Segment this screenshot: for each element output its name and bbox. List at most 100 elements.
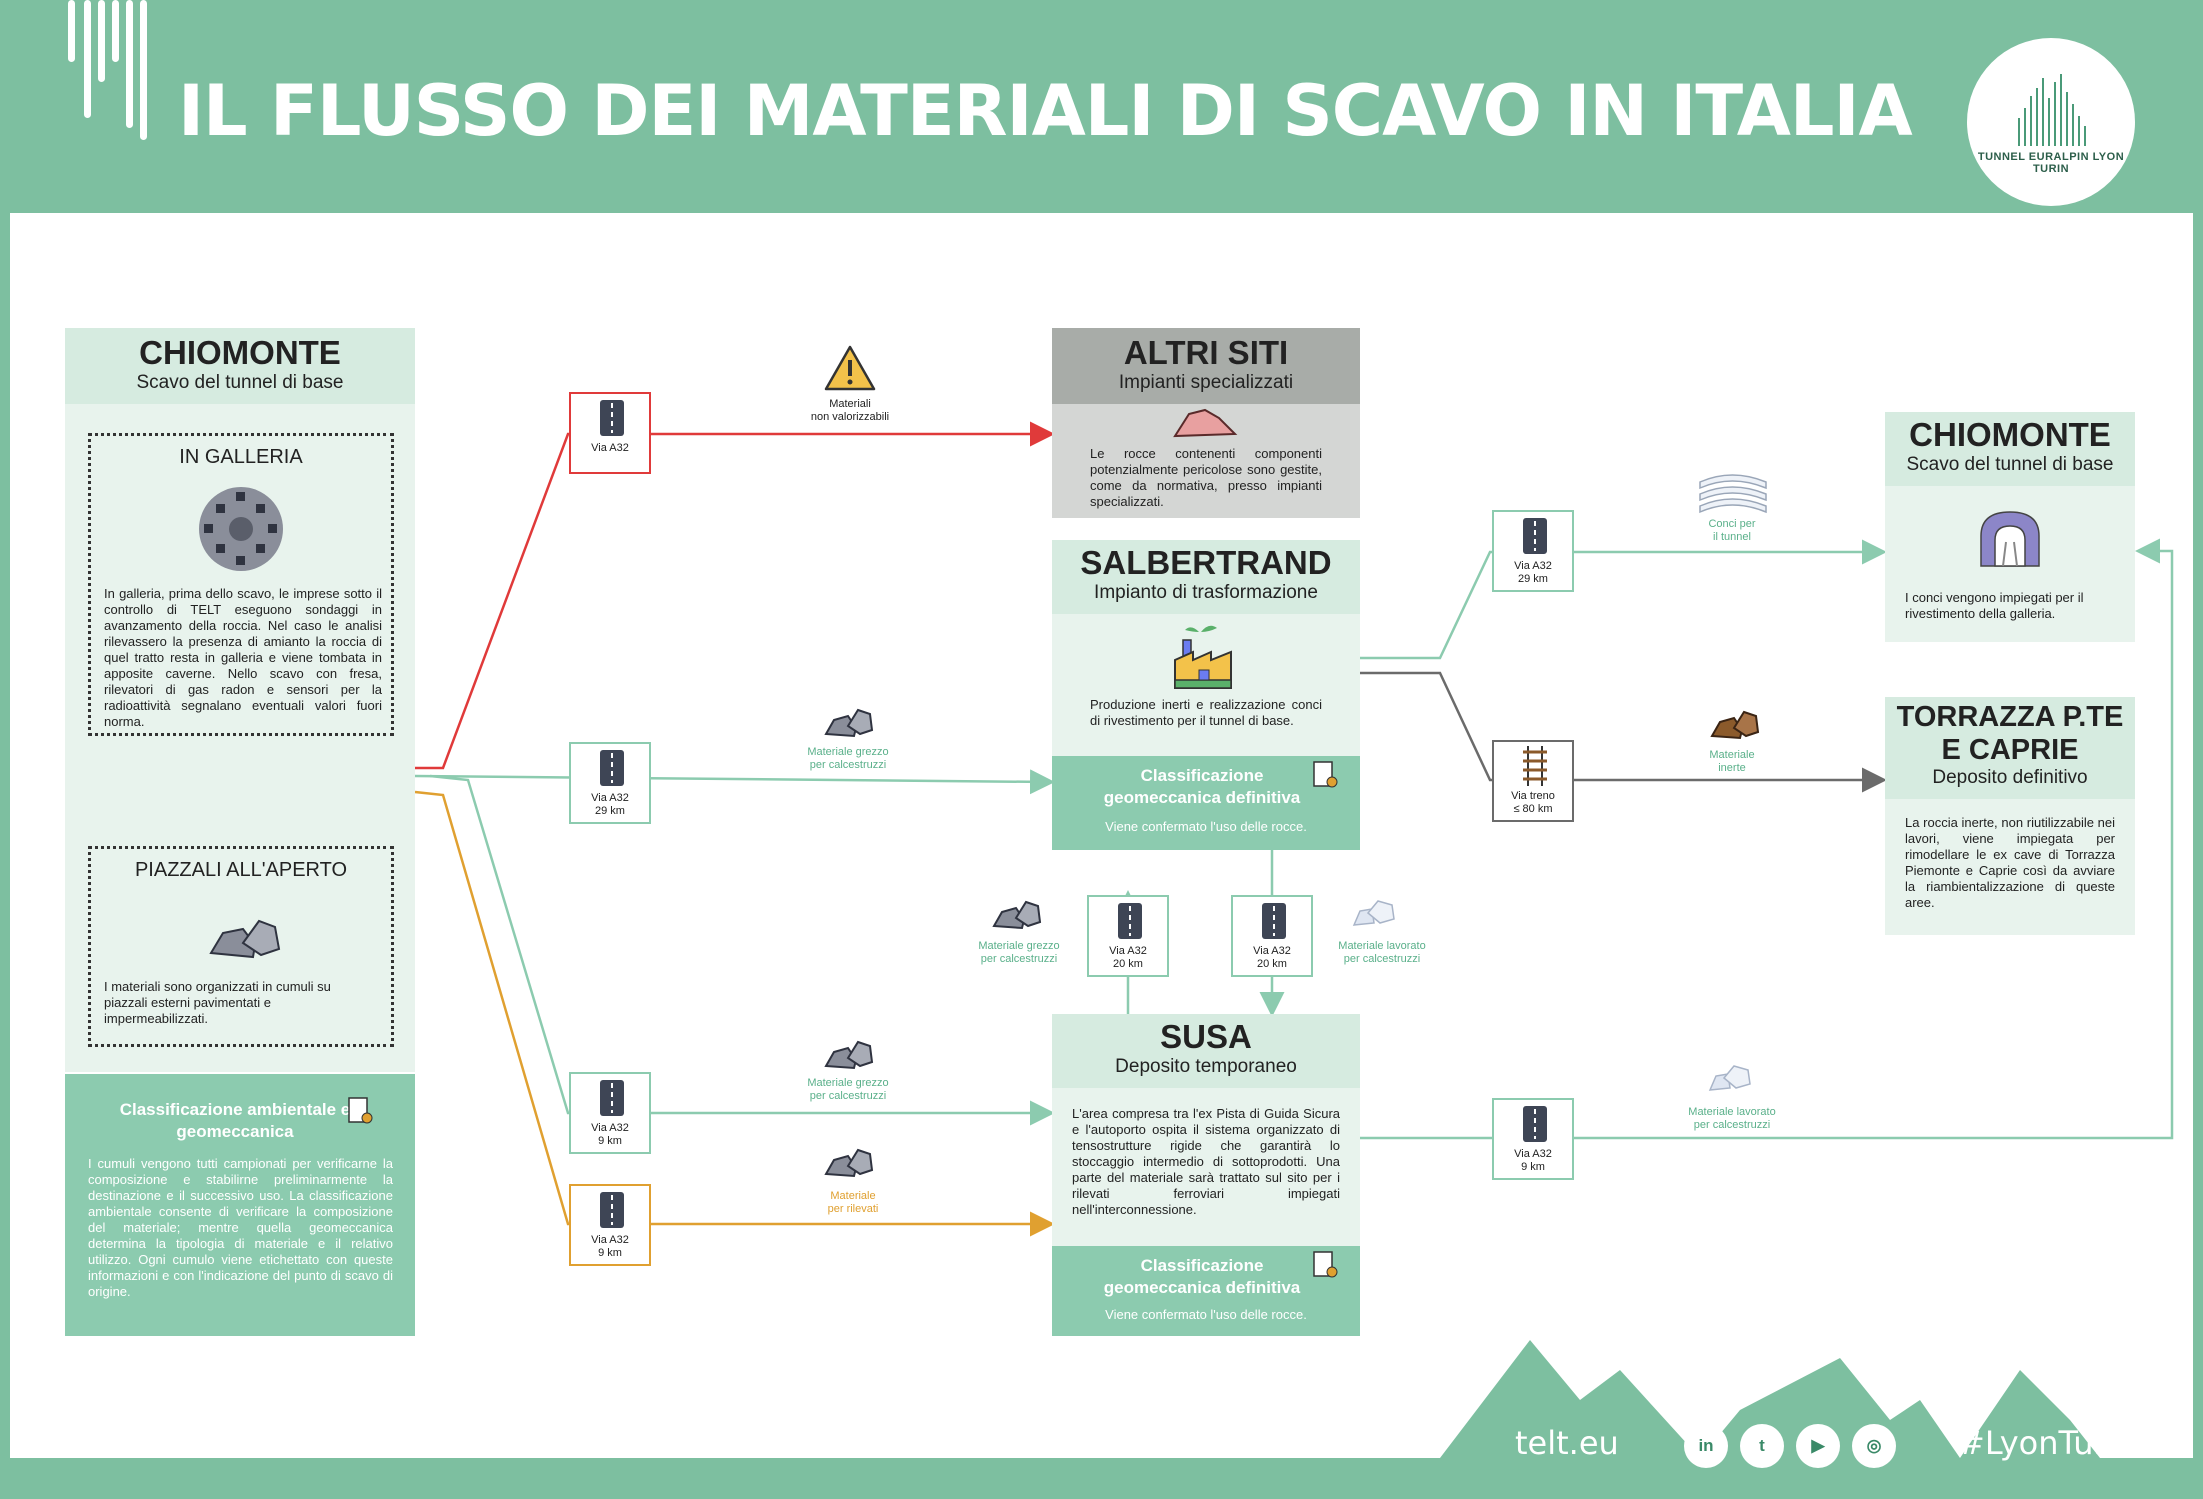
susa-text: L'area compresa tra l'ex Pista di Guida … xyxy=(1072,1106,1340,1217)
header-decor-bar xyxy=(140,0,147,140)
galleria-text: In galleria, prima dello scavo, le impre… xyxy=(104,586,382,729)
galleria-box: IN GALLERIA In galleria, prima dello sca… xyxy=(88,433,394,736)
caption-line: Materiale grezzo xyxy=(807,746,889,758)
chiomonte-right-text: I conci vengono impiegati per il rivesti… xyxy=(1905,590,2084,621)
certificate-icon xyxy=(1313,761,1338,788)
footer-hashtag[interactable]: #LyonTurin xyxy=(1958,1424,2136,1462)
skyline-icon xyxy=(2018,74,2086,146)
segments-icon xyxy=(1699,474,1767,514)
chiomonte-left-classification: Classificazione ambientale e geomeccanic… xyxy=(65,1074,415,1336)
chiomonte-right-header: CHIOMONTE Scavo del tunnel di base xyxy=(1885,412,2135,486)
caption-line: il tunnel xyxy=(1713,531,1751,543)
caption-line: Materiale lavorato xyxy=(1688,1106,1776,1118)
caption-line: per rilevati xyxy=(827,1203,879,1215)
altri-siti-text: Le rocce contenenti componenti potenzial… xyxy=(1090,446,1322,509)
susa-subtitle: Deposito temporaneo xyxy=(1115,1056,1297,1077)
salbertrand-classification: Classificazione geomeccanica definitiva … xyxy=(1052,756,1360,850)
road-icon xyxy=(1118,903,1142,939)
chiomonte-left-subtitle: Scavo del tunnel di base xyxy=(136,372,344,393)
salbertrand-class-title: Classificazione geomeccanica definitiva xyxy=(1103,766,1301,807)
salbertrand-class-text: Viene confermato l'uso delle rocce. xyxy=(1105,819,1307,834)
caption-line: Conci per xyxy=(1708,518,1756,530)
header-decor-bar xyxy=(98,0,105,82)
processed-stone-icon xyxy=(1352,900,1395,926)
salbertrand-header: SALBERTRAND Impianto di trasformazione xyxy=(1052,540,1360,614)
caption-line: Materiale xyxy=(1709,749,1755,761)
salbertrand-body: Produzione inerti e realizzazione conci … xyxy=(1052,614,1360,756)
road-icon xyxy=(1262,903,1286,939)
header-decor-bar xyxy=(68,0,75,62)
transport-label: Via A32 xyxy=(591,792,629,804)
road-icon xyxy=(600,400,624,436)
road-icon xyxy=(600,1080,624,1116)
rocks-icon xyxy=(824,1040,874,1070)
logo-label: TUNNEL EURALPIN LYON TURIN xyxy=(1977,151,2125,175)
mountains-decoration xyxy=(1440,1340,2100,1458)
piazzali-box: PIAZZALI ALL'APERTO I materiali sono org… xyxy=(88,846,394,1047)
salbertrand-title: SALBERTRAND xyxy=(1080,544,1332,581)
torrazza-title-line2: E CAPRIE xyxy=(1941,734,2079,766)
chiomonte-left-title: CHIOMONTE xyxy=(139,334,341,371)
transport-label: Via A32 xyxy=(591,1122,629,1134)
susa-title: SUSA xyxy=(1160,1018,1252,1055)
transport-train: Via treno≤ 80 km xyxy=(1492,740,1574,822)
road-icon xyxy=(1523,1106,1547,1142)
classification-text: I cumuli vengono tutti campionati per ve… xyxy=(88,1156,393,1299)
transport-distance: ≤ 80 km xyxy=(1513,803,1553,815)
caption-line: per calcestruzzi xyxy=(980,953,1058,965)
transport-distance: 9 km xyxy=(598,1135,622,1147)
torrazza-header: TORRAZZA P.TE E CAPRIE Deposito definiti… xyxy=(1885,697,2135,799)
susa-body: L'area compresa tra l'ex Pista di Guida … xyxy=(1052,1088,1360,1246)
transport-label: Via A32 xyxy=(591,442,629,454)
warning-icon xyxy=(824,345,876,391)
tbm-cutterhead-icon xyxy=(199,487,283,571)
transport-label: Via A32 xyxy=(591,1234,629,1246)
transport-distance: 20 km xyxy=(1113,958,1143,970)
rocks-icon xyxy=(824,708,874,738)
youtube-icon[interactable]: ▶ xyxy=(1796,1424,1840,1468)
twitter-icon[interactable]: t xyxy=(1740,1424,1784,1468)
caption-line: Materiale grezzo xyxy=(978,940,1060,952)
salbertrand-text: Produzione inerti e realizzazione conci … xyxy=(1090,697,1322,728)
piazzali-title: PIAZZALI ALL'APERTO xyxy=(134,859,348,881)
footer-site-link[interactable]: telt.eu xyxy=(1515,1424,1619,1462)
page-title: IL FLUSSO DEI MATERIALI DI SCAVO IN ITAL… xyxy=(178,70,1913,152)
inert-rock-icon xyxy=(1710,710,1760,740)
caption-line: inerte xyxy=(1718,762,1746,774)
rocks-icon xyxy=(209,919,281,959)
piazzali-text: I materiali sono organizzati in cumuli s… xyxy=(104,979,331,1026)
rocks-icon xyxy=(824,1148,874,1178)
chiomonte-right-subtitle: Scavo del tunnel di base xyxy=(1906,454,2114,475)
caption-line: Materiali xyxy=(829,398,871,410)
rocks-icon xyxy=(992,900,1042,930)
linkedin-icon[interactable]: in xyxy=(1684,1424,1728,1468)
road-icon xyxy=(600,750,624,786)
road-icon xyxy=(600,1192,624,1228)
torrazza-body: La roccia inerte, non riutilizzabile nei… xyxy=(1885,799,2135,935)
transport-distance: 9 km xyxy=(1521,1161,1545,1173)
transport-distance: 9 km xyxy=(598,1247,622,1259)
caption-line: Materiale lavorato xyxy=(1338,940,1426,952)
altri-siti-title: ALTRI SITI xyxy=(1123,334,1289,371)
caption-line: Materiale grezzo xyxy=(807,1077,889,1089)
caption-line: non valorizzabili xyxy=(810,411,890,423)
instagram-icon[interactable]: ◎ xyxy=(1852,1424,1896,1468)
altri-siti-header: ALTRI SITI Impianti specializzati xyxy=(1052,328,1360,404)
telt-logo[interactable]: TUNNEL EURALPIN LYON TURIN xyxy=(1967,38,2135,206)
altri-siti-body: Le rocce contenenti componenti potenzial… xyxy=(1052,404,1360,518)
tunnel-icon xyxy=(1980,511,2040,567)
classification-title: Classificazione ambientale e geomeccanic… xyxy=(119,1100,351,1141)
susa-class-text: Viene confermato l'uso delle rocce. xyxy=(1105,1307,1307,1322)
header-decor-bar xyxy=(112,0,119,62)
transport-label: Via A32 xyxy=(1514,560,1552,572)
